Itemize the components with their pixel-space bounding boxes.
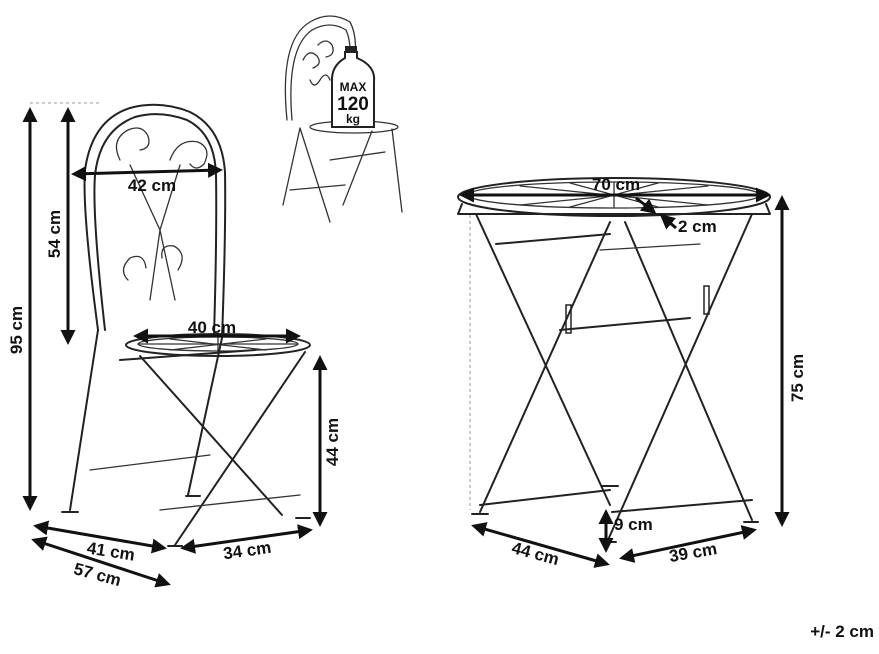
table-diameter-label: 70 cm: [592, 175, 640, 194]
max-load-badge: MAX 120 kg: [330, 46, 376, 128]
chair-total-height-label: 95 cm: [7, 306, 26, 354]
chair-dimensions: 95 cm 54 cm 42 cm 40 cm 44 cm 41 cm 34 c…: [7, 102, 342, 590]
chair-seat-width-label: 40 cm: [188, 318, 236, 337]
load-badge-top: MAX: [340, 80, 367, 94]
table-foot-clearance-label: 9 cm: [614, 515, 653, 534]
chair-back-width-label: 42 cm: [128, 176, 176, 195]
table-rim-label: 2 cm: [678, 217, 717, 236]
load-badge-value: 120: [337, 94, 369, 115]
chair-seat-height-label: 44 cm: [323, 418, 342, 466]
tolerance-note: +/- 2 cm: [810, 622, 874, 641]
table-drawing: [457, 177, 771, 543]
chair-back-height-label: 54 cm: [45, 210, 64, 258]
table-height-label: 75 cm: [788, 354, 807, 402]
table-base-front-label: 44 cm: [510, 538, 561, 569]
load-badge-unit: kg: [346, 112, 360, 126]
chair-depth-label: 57 cm: [72, 559, 123, 590]
table-base-side-label: 39 cm: [668, 539, 719, 566]
